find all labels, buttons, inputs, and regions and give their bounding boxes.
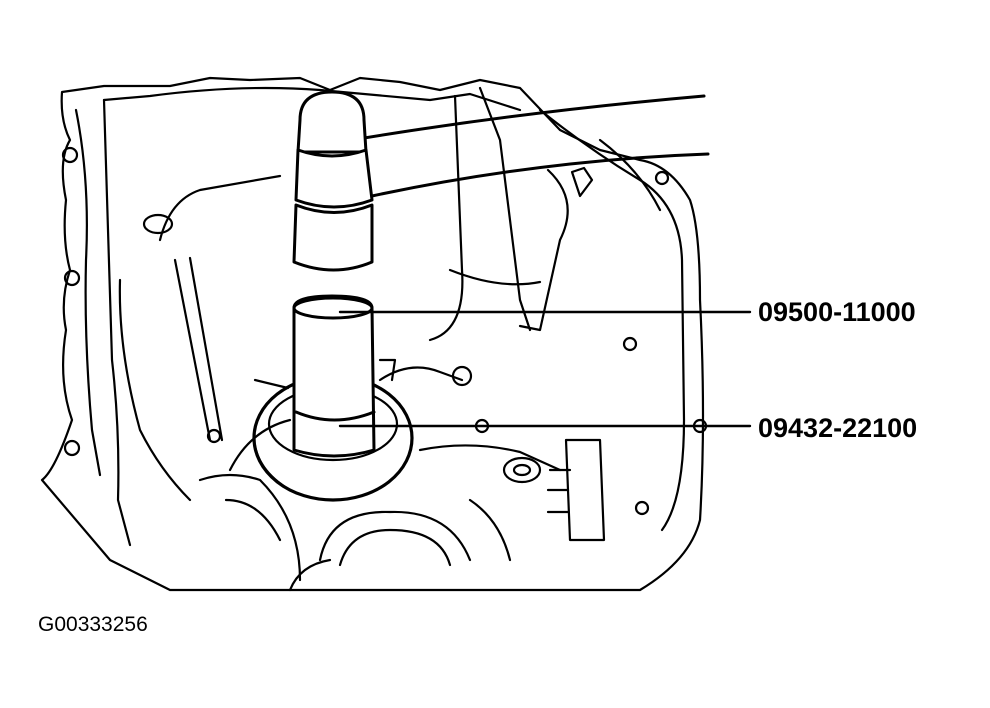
hammer-handle [350,94,710,198]
callout-tool-09432-22100: 09432-22100 [758,413,918,443]
figure-id: G00333256 [38,613,148,636]
hammer-head [292,90,374,272]
case-internal-features [118,86,708,592]
callout-tool-09500-11000: 09500-11000 [758,297,916,327]
leader-lines [338,310,752,428]
seal-installer-tool [292,294,376,458]
case-housing [40,76,705,592]
